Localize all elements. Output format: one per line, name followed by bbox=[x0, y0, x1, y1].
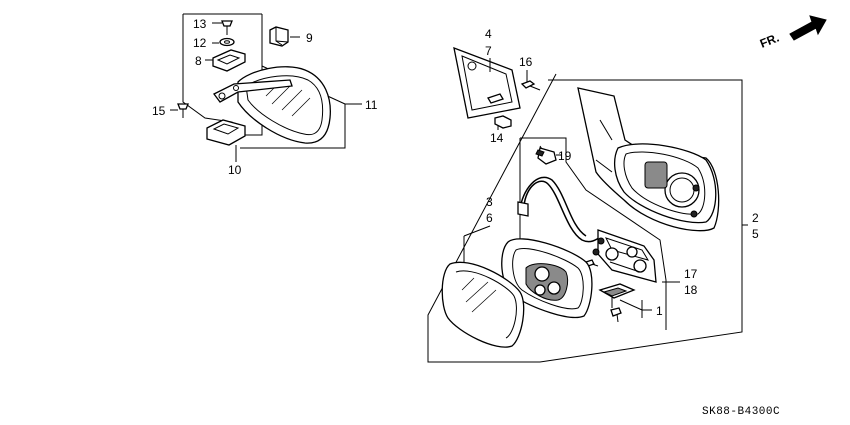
screw-16 bbox=[520, 80, 541, 91]
front-direction-indicator: FR. bbox=[758, 15, 827, 51]
front-arrow-icon bbox=[789, 15, 827, 41]
callout-17: 17 bbox=[684, 267, 698, 281]
screw-13 bbox=[221, 20, 233, 35]
callout-14: 14 bbox=[490, 131, 504, 145]
rearview-mirror-11 bbox=[213, 66, 331, 144]
wire-harness bbox=[523, 180, 603, 243]
corner-garnish-4-7 bbox=[453, 46, 521, 119]
mirror-base-8 bbox=[212, 49, 246, 72]
front-label: FR. bbox=[758, 31, 781, 51]
callout-11: 11 bbox=[365, 98, 378, 112]
interior-mirror-group bbox=[170, 13, 362, 162]
callout-3: 3 bbox=[486, 195, 493, 209]
callout-7: 7 bbox=[485, 44, 492, 58]
screw-15 bbox=[177, 103, 189, 118]
mount-plate-1 bbox=[598, 283, 636, 308]
catalog-code: SK88-B4300C bbox=[702, 406, 780, 418]
mirror-housing bbox=[577, 87, 720, 232]
callout-18: 18 bbox=[684, 283, 698, 297]
washer-12 bbox=[219, 37, 235, 47]
callout-6: 6 bbox=[486, 211, 493, 225]
actuator-motor-17-18 bbox=[592, 229, 657, 283]
callout-4: 4 bbox=[485, 27, 492, 41]
callout-16: 16 bbox=[519, 55, 533, 69]
clip-9 bbox=[269, 26, 289, 47]
connector-19 bbox=[535, 147, 557, 165]
callout-15: 15 bbox=[152, 104, 166, 118]
harness-outline bbox=[520, 137, 667, 330]
mirror-glass bbox=[441, 261, 525, 348]
callout-10: 10 bbox=[228, 163, 242, 177]
callout-9: 9 bbox=[306, 31, 313, 45]
callout-13: 13 bbox=[193, 17, 207, 31]
callout-2: 2 bbox=[752, 211, 759, 225]
mirror-cover-10 bbox=[206, 119, 246, 146]
grommet-14 bbox=[494, 115, 512, 129]
callout-8: 8 bbox=[195, 54, 202, 68]
callout-5: 5 bbox=[752, 227, 759, 241]
callout-19: 19 bbox=[558, 149, 572, 163]
callout-1: 1 bbox=[656, 304, 663, 318]
assembly-outline bbox=[427, 73, 743, 363]
callout-12: 12 bbox=[193, 36, 207, 50]
door-mirror-group bbox=[427, 46, 748, 363]
screw-1 bbox=[610, 307, 622, 323]
